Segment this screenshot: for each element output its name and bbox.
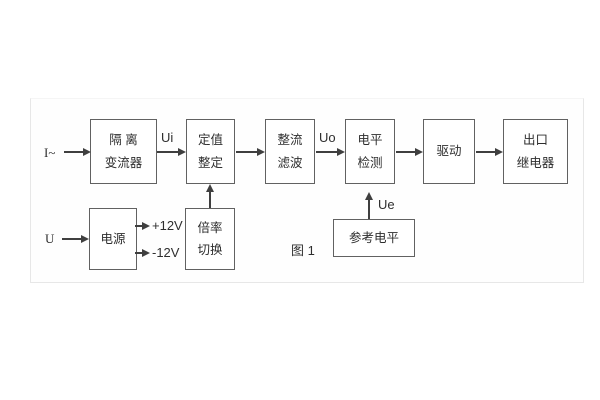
block-level-detect: 电平 检测 [345,119,395,184]
block-ratio-switch: 倍率 切换 [185,208,235,270]
block-label-line1: 电源 [100,231,126,246]
block-label-line2: 变流器 [104,155,143,170]
block-label-line1: 出口 [522,133,548,147]
figure-caption: 图 1 [291,243,315,258]
minus12v-label: -12V [152,245,180,260]
block-label-line1: 参考电平 [348,230,399,245]
block-setting: 定值 整定 [186,119,235,184]
arrow-rectifier-to-level-icon [316,151,337,153]
block-label-line2: 整定 [197,155,223,170]
arrow-reference-to-level-icon [368,200,370,219]
current-input-label: I~ [44,145,56,160]
block-label-line1: 定值 [197,133,223,147]
arrow-current-input-icon [64,151,83,153]
arrow-level-to-drive-icon [396,151,415,153]
block-rectifier-filter: 整流 滤波 [265,119,315,184]
block-label-line1: 隔 离 [109,133,138,147]
arrow-voltage-input-icon [62,238,81,240]
block-label-line1: 电平 [357,133,383,147]
block-label-line1: 整流 [277,133,303,147]
arrow-drive-to-relay-icon [476,151,495,153]
arrow-ratio-to-setting-icon [209,192,211,208]
block-output-relay: 出口 继电器 [503,119,568,184]
block-label-line2: 切换 [197,243,223,257]
block-isolation-transformer: 隔 离 变流器 [90,119,157,184]
block-label-line2: 检测 [357,155,383,170]
arrow-setting-to-rectifier-icon [236,151,257,153]
signal-ui-label: Ui [161,130,174,145]
arrow-isolation-to-setting-icon [157,151,178,153]
signal-ue-label: Ue [378,197,395,212]
plus12v-label: +12V [152,218,183,233]
block-label-line1: 驱动 [436,144,462,159]
block-reference-level: 参考电平 [333,219,415,257]
block-label-line2: 继电器 [516,155,555,170]
block-label-line2: 滤波 [277,155,303,170]
arrow-minus12v-output-icon [135,252,142,254]
block-label-line1: 倍率 [197,220,223,235]
block-drive: 驱动 [423,119,475,184]
voltage-input-label: U [45,231,55,246]
block-power-supply: 电源 [89,208,137,270]
arrow-plus12v-output-icon [135,225,142,227]
signal-uo-label: Uo [319,130,336,145]
